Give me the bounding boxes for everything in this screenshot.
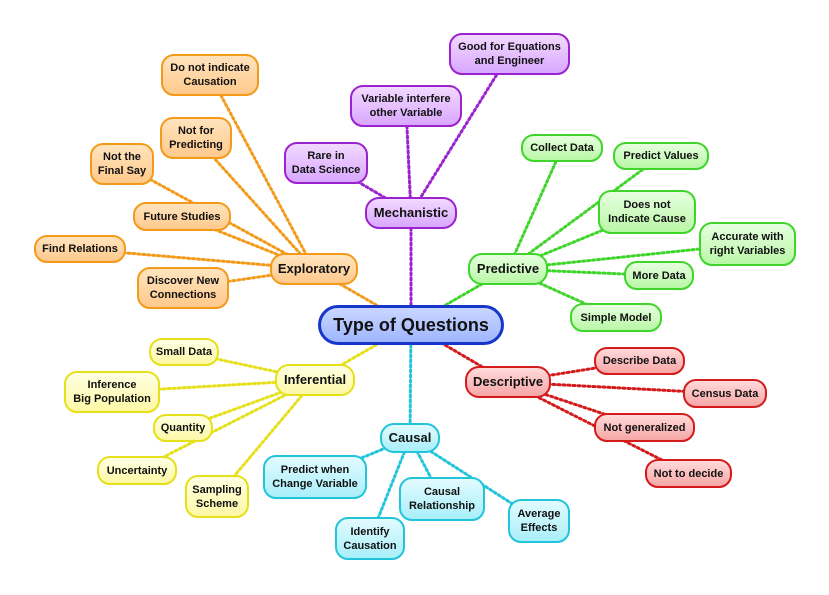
leaf-describe-data: Describe Data [594,347,685,375]
connector-leaf-not-for-predicting [194,136,316,271]
leaf-quantity: Quantity [153,414,213,442]
leaf-does-not-indicate-cause: Does not Indicate Cause [598,190,696,234]
leaf-good-for-equations-and-engineer: Good for Equations and Engineer [449,33,570,75]
connector-leaf-do-not-indicate-causation [208,73,316,271]
connector-leaf-collect-data [506,146,564,271]
leaf-small-data: Small Data [149,338,219,366]
leaf-not-to-decide: Not to decide [645,459,732,488]
leaf-predict-when-change-variable: Predict when Change Variable [263,455,367,499]
leaf-not-generalized: Not generalized [594,413,695,442]
leaf-average-effects: Average Effects [508,499,570,543]
connector-leaf-predict-values [506,154,663,271]
leaf-sampling-scheme: Sampling Scheme [185,475,249,518]
branch-inferential: Inferential [275,364,355,396]
leaf-not-the-final-say: Not the Final Say [90,143,154,185]
branch-predictive: Predictive [468,253,548,285]
leaf-discover-new-connections: Discover New Connections [137,267,229,309]
leaf-identify-causation: Identify Causation [335,517,405,560]
branch-mechanistic: Mechanistic [365,197,457,229]
leaf-census-data: Census Data [683,379,767,408]
leaf-future-studies: Future Studies [133,202,231,231]
central-topic: Type of Questions [318,305,504,345]
branch-causal: Causal [380,423,440,453]
leaf-more-data: More Data [624,261,694,290]
leaf-do-not-indicate-causation: Do not indicate Causation [161,54,259,96]
leaf-predict-values: Predict Values [613,142,709,170]
connector-leaf-good-for-equations-and-engineer [409,52,511,215]
leaf-accurate-with-right-variables: Accurate with right Variables [699,222,796,266]
leaf-collect-data: Collect Data [521,134,603,162]
leaf-simple-model: Simple Model [570,303,662,332]
leaf-rare-in-data-science: Rare in Data Science [284,142,368,184]
leaf-find-relations: Find Relations [34,235,126,263]
leaf-uncertainty: Uncertainty [97,456,177,485]
branch-exploratory: Exploratory [270,253,358,285]
leaf-not-for-predicting: Not for Predicting [160,117,232,159]
branch-descriptive: Descriptive [465,366,551,398]
leaf-causal-relationship: Causal Relationship [399,477,485,521]
leaf-inference-big-population: Inference Big Population [64,371,160,413]
leaf-variable-interfere-other-variable: Variable interfere other Variable [350,85,462,127]
